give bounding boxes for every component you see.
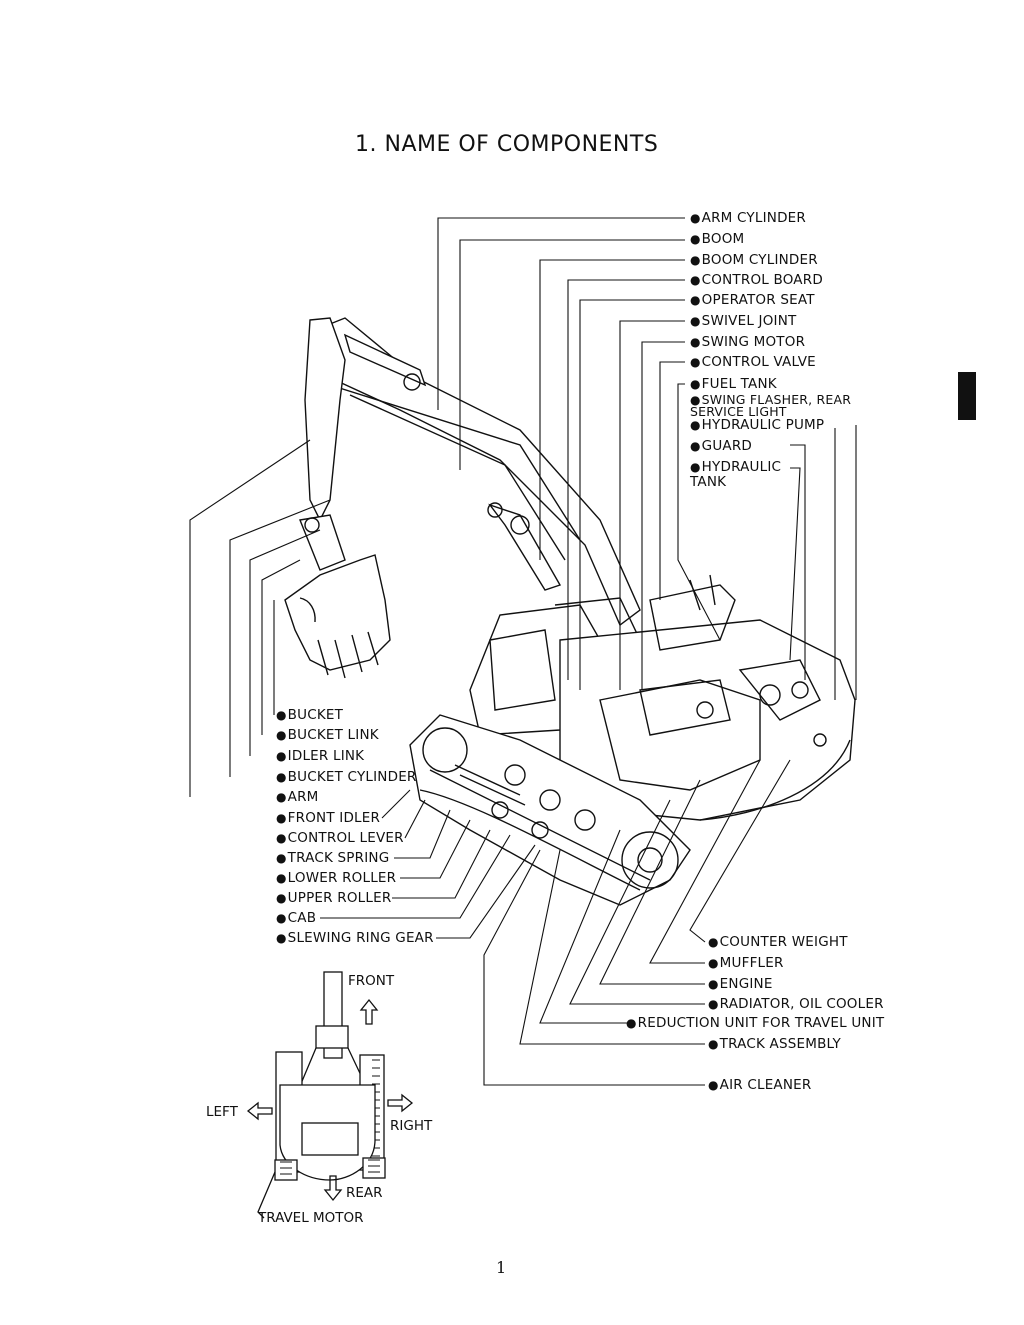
label-bucket: ●BUCKET [276, 707, 344, 723]
front-arrow-icon [359, 998, 379, 1025]
label-control-valve: ●CONTROL VALVE [690, 354, 816, 370]
label-control-board: ●CONTROL BOARD [690, 272, 823, 288]
label-bucket-cylinder: ●BUCKET CYLINDER [276, 769, 417, 785]
excavator-illustration [284, 317, 856, 906]
label-control-lever: ●CONTROL LEVER [276, 830, 404, 846]
label-boom-cylinder: ●BOOM CYLINDER [690, 252, 818, 268]
label-muffler: ●MUFFLER [708, 955, 784, 971]
label-swivel-joint: ●SWIVEL JOINT [690, 313, 797, 329]
page-number: 1 [496, 1258, 507, 1277]
label-swing-flasher: ●SWING FLASHER, REAR SERVICE LIGHT [690, 392, 852, 419]
direction-rear: REAR [346, 1185, 383, 1201]
right-arrow-icon [387, 1093, 414, 1113]
left-arrow-icon [246, 1101, 273, 1121]
label-track-spring: ●TRACK SPRING [276, 850, 390, 866]
label-boom: ●BOOM [690, 231, 745, 247]
section-tab-marker [958, 372, 976, 420]
leader-lines-bottom [483, 759, 791, 1086]
label-upper-roller: ●UPPER ROLLER [276, 890, 392, 906]
label-bucket-link: ●BUCKET LINK [276, 727, 379, 743]
label-lower-roller: ●LOWER ROLLER [276, 870, 397, 886]
label-fuel-tank: ●FUEL TANK [690, 376, 777, 392]
label-idler-link: ●IDLER LINK [276, 748, 365, 764]
label-arm-cylinder: ●ARM CYLINDER [690, 210, 806, 226]
label-counter-weight: ●COUNTER WEIGHT [708, 934, 848, 950]
label-engine: ●ENGINE [708, 976, 773, 992]
top-view-diagram [246, 971, 414, 1219]
label-slewing-ring-gear: ●SLEWING RING GEAR [276, 930, 434, 946]
label-arm: ●ARM [276, 789, 319, 805]
direction-right: RIGHT [390, 1118, 433, 1134]
page-title: 1. NAME OF COMPONENTS [355, 132, 659, 157]
leader-lines-left [189, 439, 536, 939]
label-air-cleaner: ●AIR CLEANER [708, 1077, 812, 1093]
label-reduction-unit: ●REDUCTION UNIT FOR TRAVEL UNIT [626, 1015, 885, 1031]
label-front-idler: ●FRONT IDLER [276, 810, 381, 826]
label-operator-seat: ●OPERATOR SEAT [690, 292, 815, 308]
label-radiator-oil-cooler: ●RADIATOR, OIL COOLER [708, 996, 884, 1012]
label-track-assembly: ●TRACK ASSEMBLY [708, 1036, 841, 1052]
label-hydraulic-pump: ●HYDRAULIC PUMP [690, 417, 825, 433]
label-swing-motor: ●SWING MOTOR [690, 334, 806, 350]
leader-lines-top [437, 217, 857, 700]
label-hydraulic-tank: ●HYDRAULIC TANK [690, 459, 782, 490]
rear-arrow-icon [323, 1175, 343, 1202]
label-travel-motor: TRAVEL MOTOR [258, 1210, 364, 1226]
label-cab: ●CAB [276, 910, 317, 926]
direction-front: FRONT [348, 973, 395, 989]
direction-left: LEFT [206, 1104, 238, 1120]
label-guard: ●GUARD [690, 438, 753, 454]
